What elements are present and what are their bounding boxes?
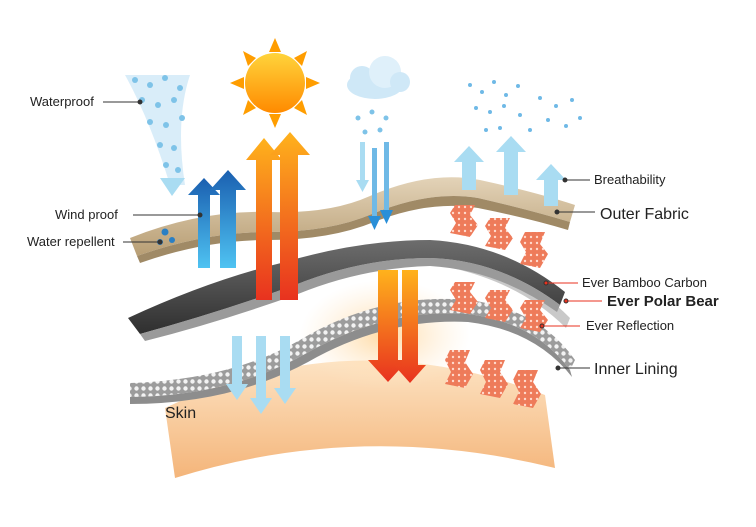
label-waterproof: Waterproof [30, 94, 94, 109]
outer-fabric-layer [130, 177, 575, 263]
rain-drops-icon [125, 75, 190, 196]
label-water-repellent: Water repellent [27, 234, 115, 249]
fiber-columns [445, 205, 548, 408]
cold-arrows [356, 142, 393, 230]
vapor-dots [468, 80, 582, 132]
label-breathability: Breathability [594, 172, 666, 187]
leader-lines [103, 99, 602, 371]
snowflake-icon [355, 109, 389, 135]
breathability-arrows [454, 136, 566, 206]
label-outer-fabric: Outer Fabric [600, 206, 689, 223]
label-ever-polar-bear: Ever Polar Bear [607, 293, 719, 310]
label-ever-bamboo-carbon: Ever Bamboo Carbon [582, 275, 707, 290]
cooling-arrows [226, 336, 296, 414]
label-skin: Skin [165, 405, 196, 422]
label-wind-proof: Wind proof [55, 207, 118, 222]
wind-arrows [188, 170, 246, 268]
carbon-layer [128, 240, 565, 341]
heat-arrows [246, 132, 426, 383]
label-inner-lining: Inner Lining [594, 361, 678, 378]
label-ever-reflection: Ever Reflection [586, 318, 674, 333]
sun-icon [230, 38, 320, 128]
cloud-icon [347, 56, 410, 99]
